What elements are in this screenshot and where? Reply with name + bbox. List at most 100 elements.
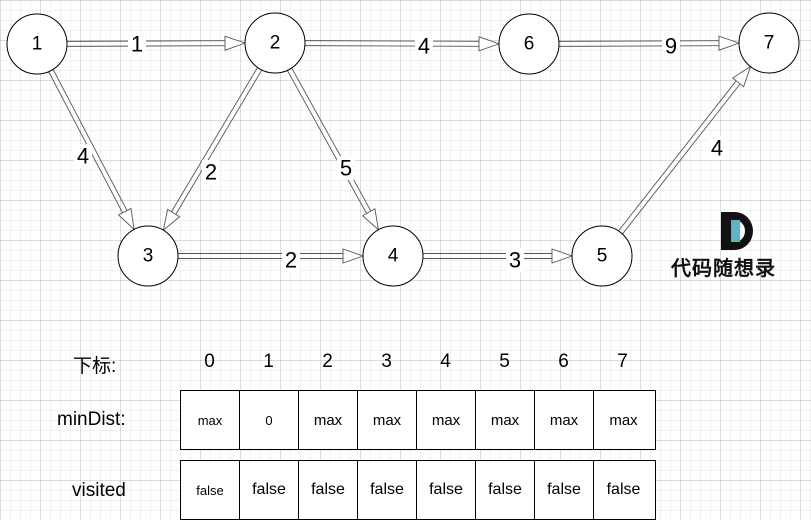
edge-1-2: 1 [66,32,247,57]
edge-weight-background [74,144,92,168]
edge-shaft-line [67,45,226,47]
edge-shaft-line [622,83,741,235]
node-label: 2 [270,33,281,54]
index-cell-1: 1 [263,351,274,372]
edge-weight-background [662,34,680,58]
edge-shaft-line [558,40,719,42]
edge-weight-label: 9 [665,34,677,59]
arrowhead [162,208,181,232]
edge-weight-label: 4 [711,136,723,161]
node-label: 3 [143,246,154,267]
node-label: 7 [764,33,775,54]
index-row-label: 下标: [73,356,117,377]
edge-1-3: 4 [48,69,135,231]
mindist-cell-3: max [358,391,417,449]
mindist-cell-2: max [299,391,358,449]
edge-shaft-line [175,69,263,215]
edge-weight-label: 5 [340,156,352,181]
visited-cell-5: false [476,461,535,519]
node-1: 1 [6,13,68,75]
edges-layer: 1 4 4 2 5 2 3 9 4 [48,32,752,273]
index-cell-2: 2 [322,351,333,372]
index-cell-5: 5 [499,351,510,372]
node-4: 4 [362,225,424,287]
visited-cell-3: false [358,461,417,519]
node-6: 6 [498,13,560,75]
mindist-cell-1: 0 [240,391,299,449]
logo: 代码随想录 [671,208,775,282]
edge-weight-label: 2 [285,248,297,273]
node-circle [117,225,179,287]
visited-row-label: visited [72,480,126,501]
edge-weight-label: 4 [418,34,430,59]
node-2: 2 [244,12,306,74]
edge-shaft-line [48,71,123,214]
edge-shaft-line [618,80,737,232]
node-7: 7 [738,12,800,74]
mindist-row-label: minDist: [57,409,126,430]
visited-cell-7: false [606,481,641,498]
node-circle [738,12,800,74]
edge-shaft-line [559,45,720,47]
node-circle [244,12,306,74]
edge-weight-label: 1 [131,32,143,57]
index-cell-3: 3 [381,351,392,372]
index-cell-0: 0 [204,351,215,372]
arrowhead [361,208,380,231]
edge-2-4: 5 [286,67,380,231]
node-circle [362,225,424,287]
nodes-layer: 1 2 3 4 5 6 7 [6,12,800,287]
index-cell-4: 4 [440,351,451,372]
edge-weight-label: 4 [77,144,89,169]
arrowhead [731,65,752,88]
edge-shaft-line [304,45,479,47]
edge-3-4: 2 [178,248,365,273]
visited-cell-1: false [240,461,299,519]
arrowhead [718,35,741,51]
logo-d-icon [721,212,753,250]
edge-2-3: 2 [162,67,263,232]
edge-weight-background [415,34,433,58]
edge-weight-background [282,248,300,272]
mindist-cell-7: max [609,411,638,429]
mindist-cell-6: max [535,391,594,449]
node-label: 1 [32,34,43,55]
edge-weight-background [708,136,726,160]
arrowhead [117,207,135,231]
mindist-cell-0: max [181,391,240,449]
mindist-cell-5: max [476,391,535,449]
index-cell-7: 7 [617,351,628,372]
edge-5-7: 4 [618,65,752,235]
node-circle [6,13,68,75]
logo-text: 代码随想录 [671,256,776,280]
node-circle [498,13,560,75]
edge-shaft-line [171,67,258,213]
edge-shaft-line [52,69,128,211]
edge-weight-background [506,248,524,272]
edge-shaft-line [305,40,480,42]
edge-2-6: 4 [304,34,501,59]
visited-cell-6: false [535,461,594,519]
index-cell-6: 6 [558,351,569,372]
edge-weight-background [202,160,220,184]
edge-6-7: 9 [558,34,741,59]
edge-weight-background [128,32,146,56]
mindist-cell-4: max [417,391,476,449]
arrowhead [224,35,247,51]
edge-weight-background [337,156,355,180]
visited-cell-0: false [181,461,240,519]
edge-weight-label: 3 [509,248,521,273]
node-label: 4 [388,246,399,267]
arrowhead [551,248,574,264]
node-3: 3 [117,225,179,287]
graph-diagram: 1 4 4 2 5 2 3 9 4 1 2 3 4 5 6 7 [6,12,800,287]
visited-cell-2: false [299,461,358,519]
edge-shaft-line [291,67,372,212]
node-label: 6 [524,34,535,55]
edge-shaft-line [286,70,367,214]
edge-weight-label: 2 [205,160,217,185]
node-label: 5 [597,246,608,267]
visited-cell-4: false [417,461,476,519]
